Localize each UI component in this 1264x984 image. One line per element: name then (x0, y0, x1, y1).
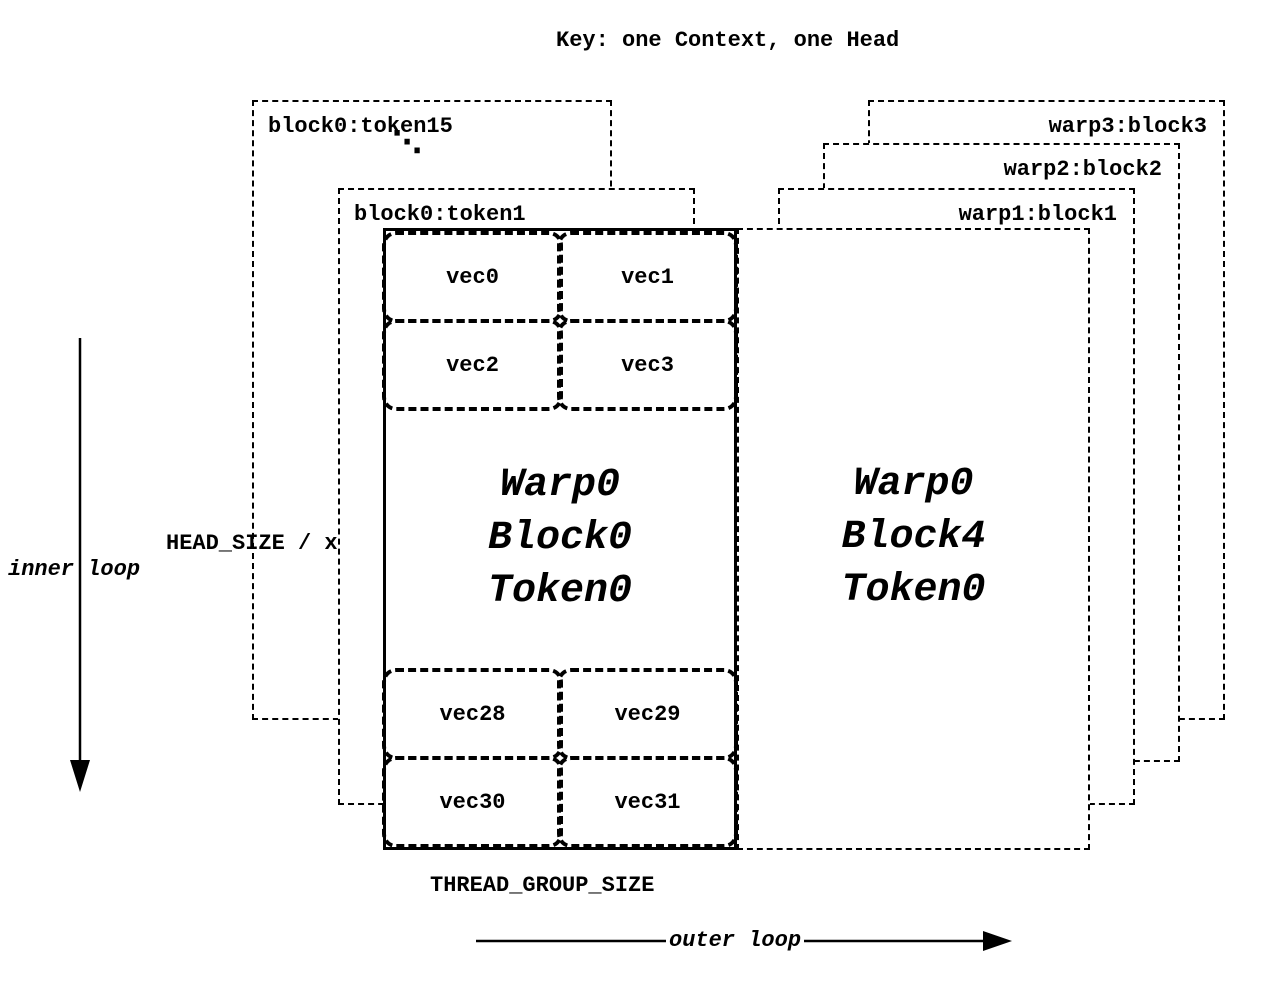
vec2-label: vec2 (446, 352, 499, 378)
caption-line: Warp0 (853, 462, 974, 507)
vec3-cell: vec3 (557, 319, 738, 411)
warp0-block4-caption: Warp0 Block4 Token0 (739, 458, 1088, 617)
inner-loop-label: inner loop (8, 557, 141, 582)
vec0-label: vec0 (446, 264, 499, 290)
inner-loop-arrow (70, 338, 90, 792)
outer-loop-label: outer loop (666, 928, 805, 953)
vec29-label: vec29 (614, 701, 681, 727)
warp0-block0-caption: Warp0 Block0 Token0 (386, 459, 734, 618)
thread-group-size-label: THREAD_GROUP_SIZE (430, 873, 655, 898)
warp2-block2-label: warp2:block2 (1003, 157, 1162, 182)
vec28-label: vec28 (439, 701, 506, 727)
vec0-cell: vec0 (382, 231, 563, 323)
vec3-label: vec3 (621, 352, 674, 378)
warp0-block0-box: vec0 vec1 vec2 vec3 Warp0 Block0 Token0 … (382, 228, 738, 850)
diagram-title: Key: one Context, one Head (556, 28, 900, 53)
vec30-cell: vec30 (382, 756, 563, 848)
vec1-cell: vec1 (557, 231, 738, 323)
vec31-cell: vec31 (557, 756, 738, 848)
vec30-label: vec30 (439, 789, 506, 815)
warp1-block1-label: warp1:block1 (958, 202, 1117, 227)
vec31-label: vec31 (614, 789, 681, 815)
caption-line: Block4 (841, 515, 986, 560)
head-size-label: HEAD_SIZE / x (166, 531, 338, 556)
block0-token1-label: block0:token1 (354, 202, 526, 227)
vec28-cell: vec28 (382, 668, 563, 760)
diagonal-ellipsis: ⋱ (392, 125, 422, 160)
vec29-cell: vec29 (557, 668, 738, 760)
block0-token15-label: block0:token15 (268, 114, 453, 139)
warp0-block4-box: Warp0 Block4 Token0 (737, 228, 1090, 850)
caption-line: Warp0 (499, 463, 621, 508)
vec1-label: vec1 (621, 264, 674, 290)
caption-line: Block0 (487, 516, 633, 561)
warp3-block3-label: warp3:block3 (1048, 114, 1207, 139)
vec2-cell: vec2 (382, 319, 563, 411)
caption-line: Token0 (841, 568, 986, 613)
caption-line: Token0 (487, 569, 633, 614)
